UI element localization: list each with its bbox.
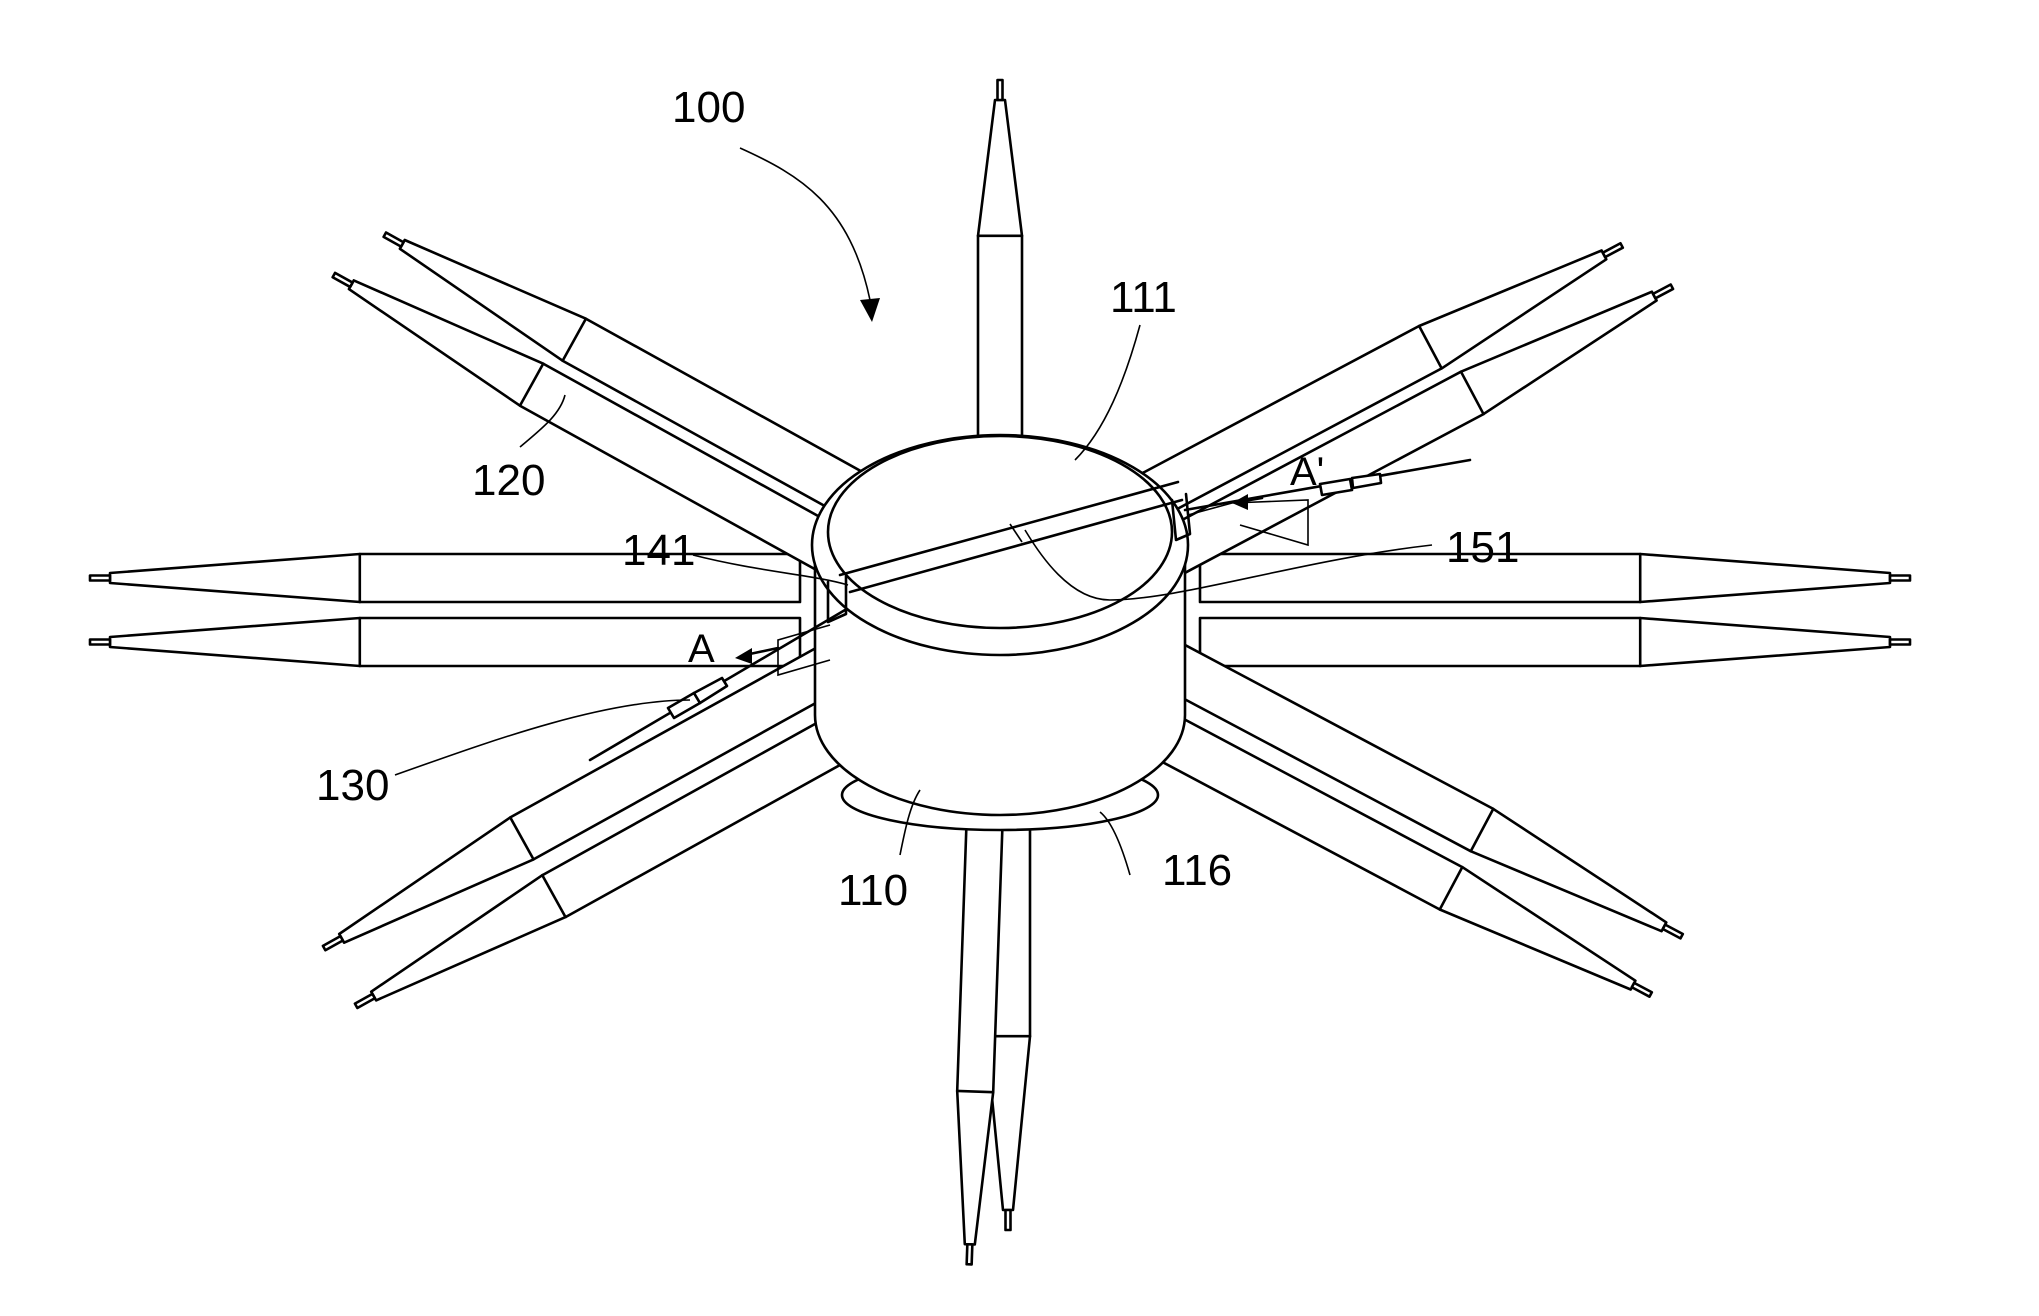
probe-tip: [1630, 981, 1654, 998]
probe-band: [955, 1089, 995, 1094]
section-label-a-prime: A': [1290, 450, 1324, 494]
probe-tip: [321, 934, 345, 952]
left-notch: [826, 574, 848, 624]
wire-left: [588, 608, 847, 762]
probe-band: [561, 317, 588, 362]
probe-band: [1469, 807, 1495, 853]
central-body: [810, 433, 1192, 832]
probe-tip: [382, 231, 405, 248]
right-notch: [1170, 492, 1192, 542]
probe-body: [1198, 616, 1892, 668]
probe-tip: [1661, 923, 1685, 940]
probe-body: [369, 695, 890, 1002]
label-top-surface: 111: [1110, 273, 1177, 322]
label-probe: 120: [472, 456, 545, 505]
probe-tip: [1601, 241, 1625, 259]
section-marker-a-prime: A': [1187, 450, 1324, 547]
probe-tip: [996, 78, 1004, 102]
probe-band: [518, 362, 545, 407]
probe-band: [508, 816, 535, 861]
label-base: 116: [1162, 846, 1232, 895]
probe-tip: [88, 638, 112, 646]
label-wire: 130: [316, 761, 389, 810]
probe-tip: [353, 992, 377, 1010]
label-body: 110: [838, 866, 908, 915]
top-disc-outer: [810, 433, 1190, 657]
probe-tip: [88, 574, 112, 582]
section-marker-a: A: [688, 624, 831, 677]
probe-tip: [1888, 638, 1912, 646]
probe-body: [1105, 249, 1608, 536]
probe-body: [1198, 552, 1892, 604]
probe-tip: [331, 271, 354, 289]
probe-band: [1417, 324, 1443, 370]
probe-body: [108, 552, 802, 604]
wire-right: [1183, 458, 1472, 512]
leader-lines: [394, 147, 1433, 876]
probe-group: [88, 78, 1912, 1266]
top-slot-lower: [848, 498, 1184, 594]
top-slot-mark: [1009, 523, 1023, 543]
probe-tip: [965, 1242, 974, 1266]
probe-body: [955, 807, 1005, 1246]
probe-tip: [1651, 283, 1675, 300]
probe-band: [540, 873, 567, 919]
section-label-a: A: [688, 627, 715, 671]
top-slot-upper: [838, 480, 1180, 577]
probe-body: [976, 98, 1024, 492]
probe-band: [1438, 865, 1464, 911]
probe-tip: [1888, 574, 1912, 582]
label-guide-a: 141: [622, 526, 695, 575]
probe-band: [1459, 370, 1485, 416]
top-disc-inner: [826, 434, 1174, 630]
label-guide-b: 151: [1446, 523, 1519, 572]
probe-body: [1112, 692, 1637, 991]
label-device: 100: [672, 83, 745, 132]
probe-tip: [1004, 1208, 1012, 1232]
